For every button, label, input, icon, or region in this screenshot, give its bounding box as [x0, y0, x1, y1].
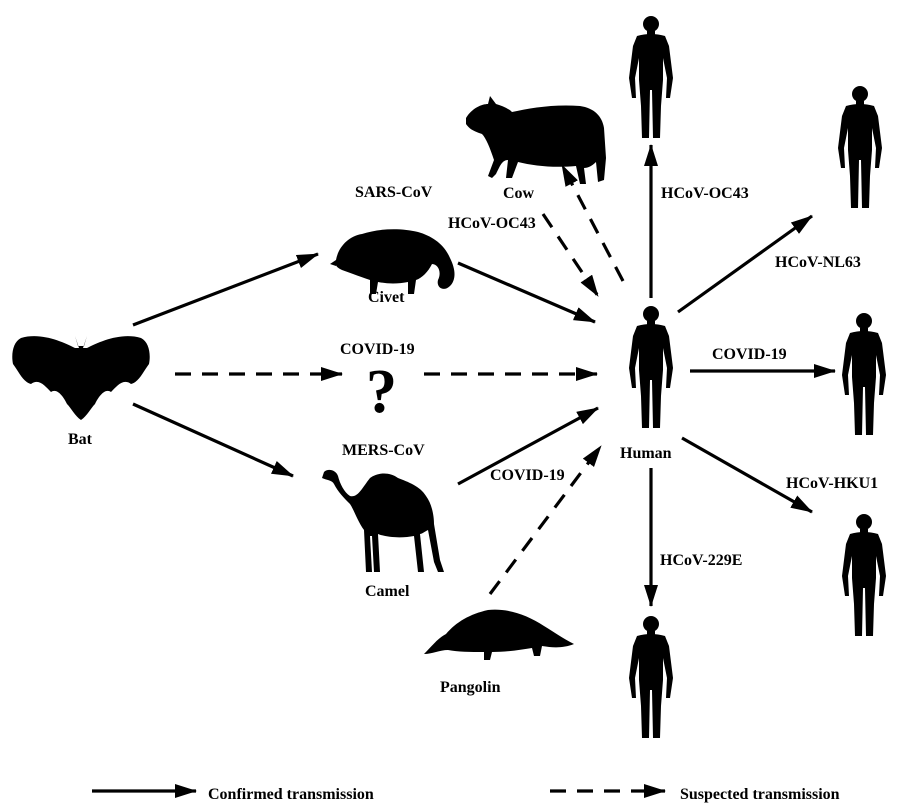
hku1-label: HCoV-HKU1: [786, 475, 878, 492]
human-nl63-icon: [838, 86, 882, 208]
pangolin-label: Pangolin: [440, 679, 501, 696]
arrow-human-to-cow: [562, 165, 623, 281]
cow-label: Cow: [503, 185, 535, 202]
legend-confirmed-label: Confirmed transmission: [208, 786, 374, 803]
civet-icon: [330, 229, 455, 294]
human-hku1-icon: [842, 514, 886, 636]
camel-icon: [322, 470, 444, 572]
arrow-bat-to-civet: [133, 254, 318, 325]
human-229e-icon: [629, 616, 673, 738]
legend: Confirmed transmission Suspected transmi…: [92, 786, 840, 803]
mers-cov-label: MERS-CoV: [342, 442, 425, 459]
sars-cov-label: SARS-CoV: [355, 184, 433, 201]
arrow-bat-to-camel: [133, 404, 293, 476]
unknown-intermediate-mark: ?: [366, 358, 397, 426]
covid-human-label: COVID-19: [712, 346, 787, 363]
pangolin-icon: [424, 610, 574, 660]
civet-label: Civet: [368, 289, 405, 306]
arrow-civet-to-human: [458, 263, 595, 322]
human-top-icon: [629, 16, 673, 138]
cow-icon: [466, 96, 606, 184]
human-covid-icon: [842, 313, 886, 435]
camel-label: Camel: [365, 583, 410, 600]
e229-label: HCoV-229E: [660, 552, 742, 569]
legend-suspected-label: Suspected transmission: [680, 786, 840, 803]
arrow-cow-to-human: [543, 214, 598, 296]
covid-bat-label: COVID-19: [340, 341, 415, 358]
oc43-cow-label: HCoV-OC43: [448, 215, 536, 232]
human-label: Human: [620, 445, 672, 462]
bat-icon: [12, 336, 149, 420]
covid-pangolin-label: COVID-19: [490, 467, 565, 484]
human-center-icon: [629, 306, 673, 428]
oc43-human-label: HCoV-OC43: [661, 185, 749, 202]
bat-label: Bat: [68, 431, 93, 448]
nl63-label: HCoV-NL63: [775, 254, 861, 271]
